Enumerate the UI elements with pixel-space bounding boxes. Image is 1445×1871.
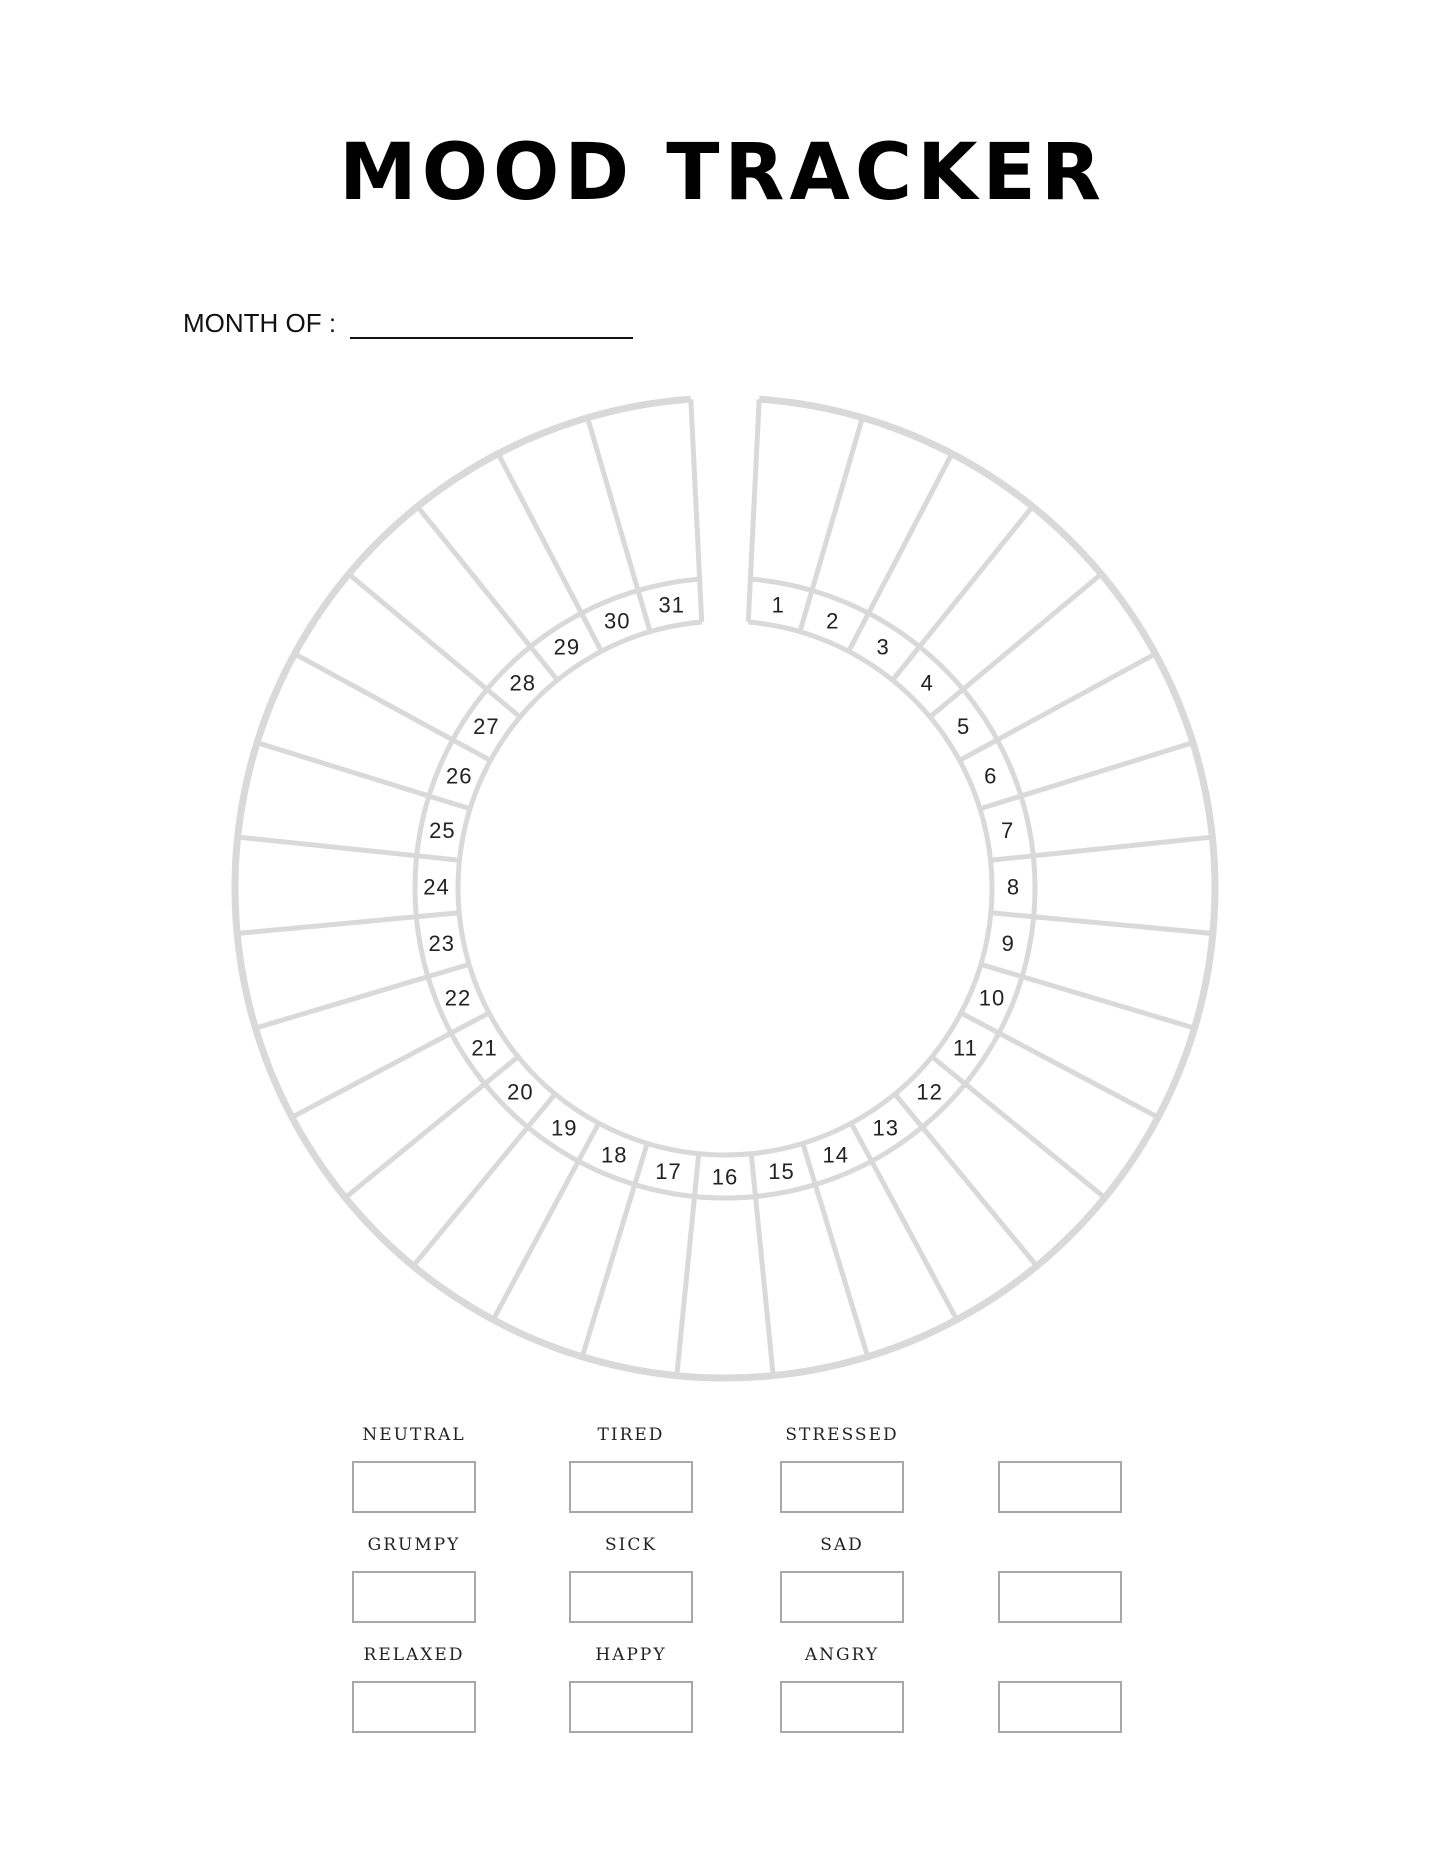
day-number: 10 [979,985,1005,1010]
day-number: 8 [1007,874,1020,899]
segment-divider [293,651,492,763]
segment-divider [748,1153,776,1376]
day-number: 26 [446,764,472,789]
segment-divider [797,416,865,633]
segment-divider [688,399,705,623]
month-input-line[interactable] [350,311,634,339]
day-number: 2 [826,608,839,633]
legend-label: HAPPY [595,1645,667,1665]
legend-label: ANGRY [804,1645,880,1665]
legend-label: SAD [820,1535,864,1555]
legend-color-box[interactable] [352,1461,476,1513]
day-number: 31 [658,592,684,617]
segment-divider [674,1153,702,1376]
day-number: 23 [429,931,455,956]
segment-divider [585,416,653,633]
segment-divider [892,1092,1039,1268]
segment-divider [256,740,471,812]
segment-divider [579,1142,650,1358]
legend-color-box[interactable] [780,1461,904,1513]
month-label: MONTH OF : [183,308,337,338]
legend-label: STRESSED [785,1425,899,1445]
day-number: 11 [953,1035,978,1060]
segment-divider [745,399,762,623]
segment-divider [237,834,460,863]
legend-color-box[interactable] [569,1461,693,1513]
day-number: 28 [509,670,535,695]
segment-divider [411,1092,558,1268]
legend-label: TIRED [597,1425,665,1445]
legend-color-box[interactable] [998,1681,1122,1733]
legend-color-box[interactable] [780,1681,904,1733]
day-number: 5 [957,714,970,739]
day-number: 27 [473,714,499,739]
segment-divider [347,572,522,719]
legend-label: SICK [604,1535,658,1555]
legend-label: RELAXED [363,1645,465,1665]
segment-divider [343,1054,520,1200]
segment-divider [254,961,470,1031]
day-number: 9 [1002,931,1015,956]
day-number: 15 [768,1159,794,1184]
segment-divider [849,1122,959,1321]
legend-color-box[interactable] [998,1461,1122,1513]
day-number: 25 [429,818,455,843]
page-title: MOOD TRACKER [339,128,1106,218]
day-number: 18 [601,1142,627,1167]
day-number: 24 [423,874,449,899]
segment-divider [846,452,955,653]
legend-color-box[interactable] [352,1681,476,1733]
day-number: 7 [1001,818,1014,843]
day-number: 19 [551,1116,577,1141]
day-number: 3 [876,635,889,660]
segment-divider [930,1054,1107,1200]
segment-divider [890,504,1035,682]
segment-divider [236,910,460,936]
segment-divider [491,1122,601,1321]
legend-color-box[interactable] [352,1571,476,1623]
segment-divider [495,452,604,653]
segment-divider [959,1010,1160,1120]
day-number: 30 [604,608,630,633]
day-number: 14 [823,1142,849,1167]
segment-divider [290,1010,491,1120]
segment-divider [958,651,1157,763]
segment-divider [979,740,1194,812]
day-number: 6 [984,764,997,789]
legend-color-box[interactable] [780,1571,904,1623]
legend-color-box[interactable] [569,1571,693,1623]
day-number: 22 [445,985,471,1010]
day-number: 1 [772,592,785,617]
day-number: 12 [916,1079,942,1104]
segment-divider [928,572,1103,719]
day-number: 17 [655,1159,681,1184]
day-number: 20 [507,1079,533,1104]
segment-divider [800,1142,871,1358]
month-field: MONTH OF : [183,308,634,339]
segment-divider [415,504,560,682]
legend-label: NEUTRAL [362,1425,466,1445]
segment-divider [990,910,1214,936]
legend-color-box[interactable] [998,1571,1122,1623]
day-number: 16 [712,1165,738,1190]
legend-color-box[interactable] [569,1681,693,1733]
segment-divider [980,961,1196,1031]
day-number: 13 [873,1116,899,1141]
day-number: 4 [921,670,934,695]
segment-divider [990,834,1213,863]
day-number: 21 [471,1035,497,1060]
legend-label: GRUMPY [367,1535,461,1555]
day-number: 29 [554,635,580,660]
